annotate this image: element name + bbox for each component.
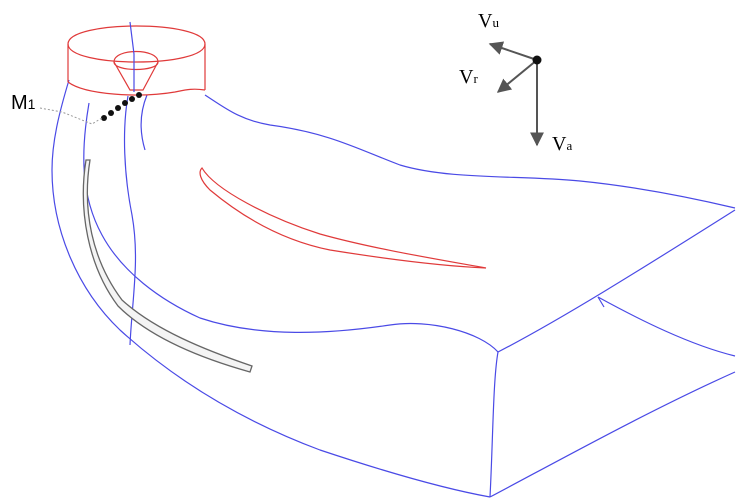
outlet-back-edge [597,296,736,357]
inlet-hole-top [113,51,159,71]
probe-point [129,96,135,102]
inlet-ring-bottom [67,81,206,96]
left-outer-edge [51,79,491,498]
vu-label-sub: u [492,15,499,30]
splitter-blade [82,159,253,373]
blade-profile [199,167,487,269]
center-profile-edge [123,95,137,346]
m1-label: M1 [11,92,35,115]
velocity-triangle [488,41,544,147]
passage-outline [51,79,736,498]
probe-points [101,92,142,121]
probe-point [122,100,128,106]
vr-label: Vr [459,66,478,89]
vr-arrow [496,59,538,93]
probe-point [115,105,121,111]
inner-small-edge [140,94,148,151]
vu-label-main: V [478,10,493,32]
vr-label-main: V [459,66,474,88]
probe-point [101,115,107,121]
inlet-cone [113,61,159,91]
inlet-ring-top [67,25,206,63]
outlet-front-vertical [489,351,499,498]
outlet-top-right-edge [497,209,736,353]
m1-label-sub: 1 [27,96,36,112]
inner-hub-edge [83,102,499,353]
m1-leader-line [39,107,103,125]
m1-label-main: M [11,92,28,114]
outlet-bottom-edge [489,371,736,498]
outlet-back-step [597,296,605,308]
va-label-sub: a [566,138,573,153]
hub-axis [129,21,135,92]
va-label: Va [552,133,572,156]
va-label-main: V [552,133,567,155]
vu-label: Vu [478,10,499,33]
inlet-and-blade [67,25,487,269]
vr-label-sub: r [473,71,478,86]
vu-arrow [488,41,538,61]
top-shroud-edge [204,94,736,209]
probe-point [108,110,114,116]
vector-origin-point [532,55,542,65]
probe-point [136,92,142,98]
